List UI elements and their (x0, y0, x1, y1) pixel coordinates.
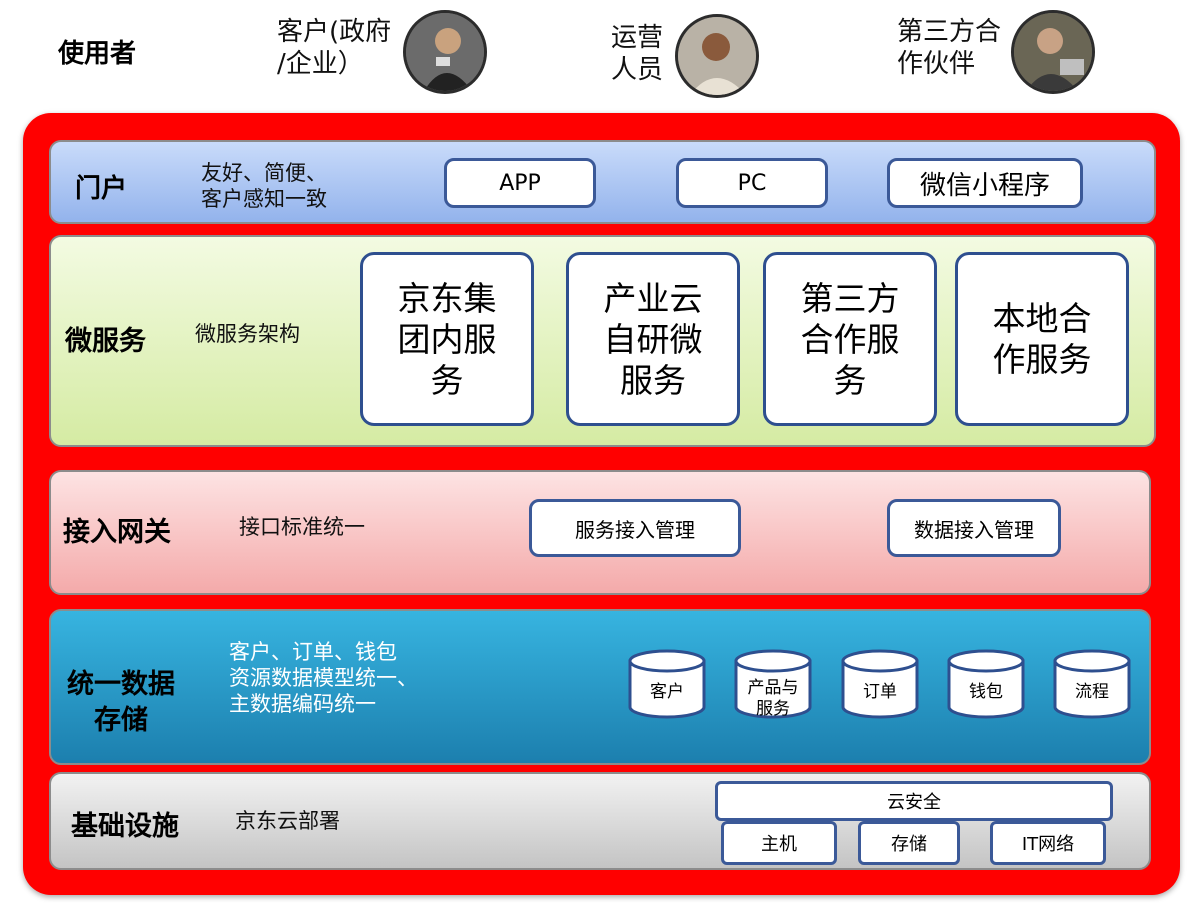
database-icon (841, 649, 919, 719)
portal-button-miniprogram[interactable]: 微信小程序 (887, 158, 1083, 208)
partner-avatar (1011, 10, 1095, 94)
database-icon (1053, 649, 1131, 719)
user-label-operator: 运营 人员 (611, 23, 664, 85)
db-product-service[interactable]: 产品与 服务 (734, 649, 812, 719)
infra-cloud-security[interactable]: 云安全 (715, 781, 1113, 821)
users-title: 使用者 (58, 39, 137, 69)
database-icon (734, 649, 812, 719)
storage-layer: 统一数据 存储 客户、订单、钱包 资源数据模型统一、 主数据编码统一 客户 产品… (49, 609, 1151, 765)
service-industry-cloud[interactable]: 产业云自研微服务 (566, 252, 740, 426)
db-customer[interactable]: 客户 (628, 649, 706, 719)
portal-title: 门户 (75, 174, 128, 204)
infra-title: 基础设施 (71, 811, 179, 842)
service-local-partner[interactable]: 本地合作服务 (955, 252, 1129, 426)
portal-layer: 门户 友好、简便、 客户感知一致 APP PC 微信小程序 (49, 140, 1156, 224)
storage-title: 统一数据 存储 (67, 669, 175, 736)
microservice-desc: 微服务架构 (195, 322, 300, 346)
database-icon (628, 649, 706, 719)
portal-button-app[interactable]: APP (444, 158, 596, 208)
customer-avatar (403, 10, 487, 94)
db-order[interactable]: 订单 (841, 649, 919, 719)
gateway-title: 接入网关 (63, 517, 171, 548)
microservice-layer: 微服务 微服务架构 京东集团内服务 产业云自研微服务 第三方合作服务 本地合作服… (49, 235, 1156, 447)
infra-layer: 基础设施 京东云部署 云安全 主机 存储 IT网络 (49, 772, 1151, 870)
service-jd-group[interactable]: 京东集团内服务 (360, 252, 534, 426)
infra-storage[interactable]: 存储 (858, 821, 960, 865)
user-label-partner: 第三方合 作伙伴 (897, 17, 1002, 79)
infra-it-network[interactable]: IT网络 (990, 821, 1106, 865)
service-third-party[interactable]: 第三方合作服务 (763, 252, 937, 426)
gateway-layer: 接入网关 接口标准统一 服务接入管理 数据接入管理 (49, 470, 1151, 595)
operator-avatar (675, 14, 759, 98)
infra-host[interactable]: 主机 (721, 821, 837, 865)
user-label-customer: 客户(政府 /企业） (277, 17, 392, 79)
gateway-button-service-access[interactable]: 服务接入管理 (529, 499, 741, 557)
db-wallet[interactable]: 钱包 (947, 649, 1025, 719)
db-process[interactable]: 流程 (1053, 649, 1131, 719)
storage-desc: 客户、订单、钱包 资源数据模型统一、 主数据编码统一 (229, 640, 418, 716)
infra-desc: 京东云部署 (235, 809, 340, 833)
portal-button-pc[interactable]: PC (676, 158, 828, 208)
portal-desc: 友好、简便、 客户感知一致 (201, 161, 327, 211)
database-icon (947, 649, 1025, 719)
gateway-desc: 接口标准统一 (239, 515, 365, 539)
microservice-title: 微服务 (65, 326, 146, 357)
gateway-button-data-access[interactable]: 数据接入管理 (887, 499, 1061, 557)
